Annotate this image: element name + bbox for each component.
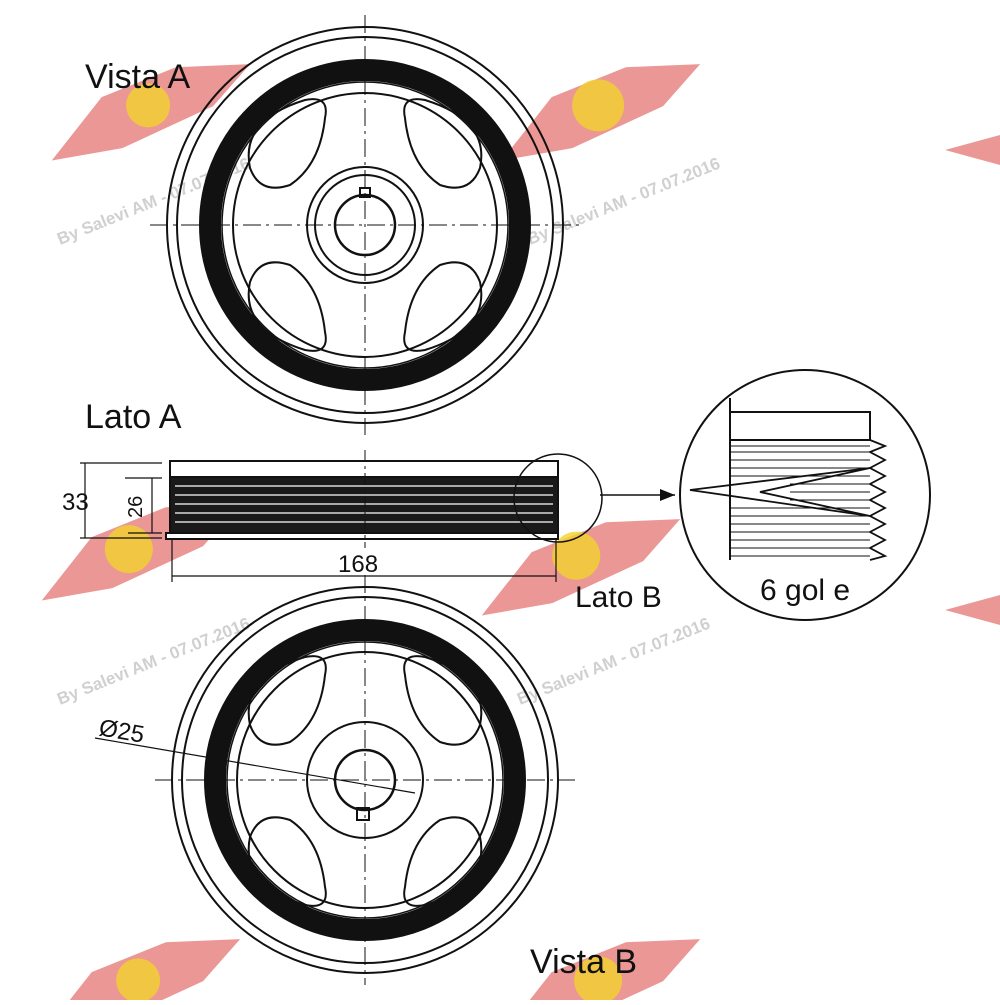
logo-stamp-edge xyxy=(945,595,1000,625)
detail-groove-teeth xyxy=(867,439,888,561)
spoke-window-tr xyxy=(403,655,483,746)
spoke-window-br xyxy=(403,816,483,907)
watermark-text: By Salevi AM - 07.07.2016 xyxy=(514,614,712,709)
logo-stamp xyxy=(41,939,241,1005)
detail-arrowhead xyxy=(660,489,675,501)
label-grooves: 6 gol e xyxy=(760,574,850,607)
spoke-window-bl xyxy=(247,816,327,907)
pulley-side-view xyxy=(165,450,675,548)
side-bottom-flange xyxy=(165,532,559,540)
groove-detail xyxy=(679,369,931,621)
side-groove-lines xyxy=(175,485,553,523)
dim-label-bore: Ø25 xyxy=(97,714,146,748)
spoke-window-bl xyxy=(247,261,327,352)
logo-stamp xyxy=(501,939,701,1005)
detail-callout-circle xyxy=(513,453,603,543)
logo-stamp xyxy=(501,64,701,161)
labels: Vista A Lato A Lato B 6 gol e Vista B 33… xyxy=(62,58,850,981)
logo-stamp-edge xyxy=(945,135,1000,165)
dim-label-26: 26 xyxy=(125,496,147,518)
dim-label-168: 168 xyxy=(338,551,378,578)
spoke-window-tl xyxy=(247,655,327,746)
spoke-window-tl xyxy=(247,98,327,189)
label-vista-b: Vista B xyxy=(530,943,637,981)
label-lato-b: Lato B xyxy=(575,581,662,614)
spoke-window-br xyxy=(403,261,483,352)
side-top-flange xyxy=(169,460,559,478)
spoke-window-tr xyxy=(403,98,483,189)
logo-stamp xyxy=(481,519,681,616)
pulley-view-b xyxy=(94,575,575,985)
bore-leader xyxy=(94,737,416,794)
detail-circle xyxy=(679,369,931,621)
logo-stamp xyxy=(51,64,251,161)
keyway xyxy=(356,807,370,821)
dimension-lines xyxy=(80,462,557,582)
label-vista-a: Vista A xyxy=(85,58,191,96)
pulley-view-a xyxy=(150,15,580,435)
label-lato-a: Lato A xyxy=(85,398,182,436)
watermark-text: By Salevi AM - 07.07.2016 xyxy=(54,614,252,709)
dim-label-33: 33 xyxy=(62,489,89,516)
detail-v-profile xyxy=(689,467,871,517)
detail-groove-lines xyxy=(730,445,870,557)
detail-flange xyxy=(729,411,871,441)
logo-stamps xyxy=(41,64,1000,1005)
